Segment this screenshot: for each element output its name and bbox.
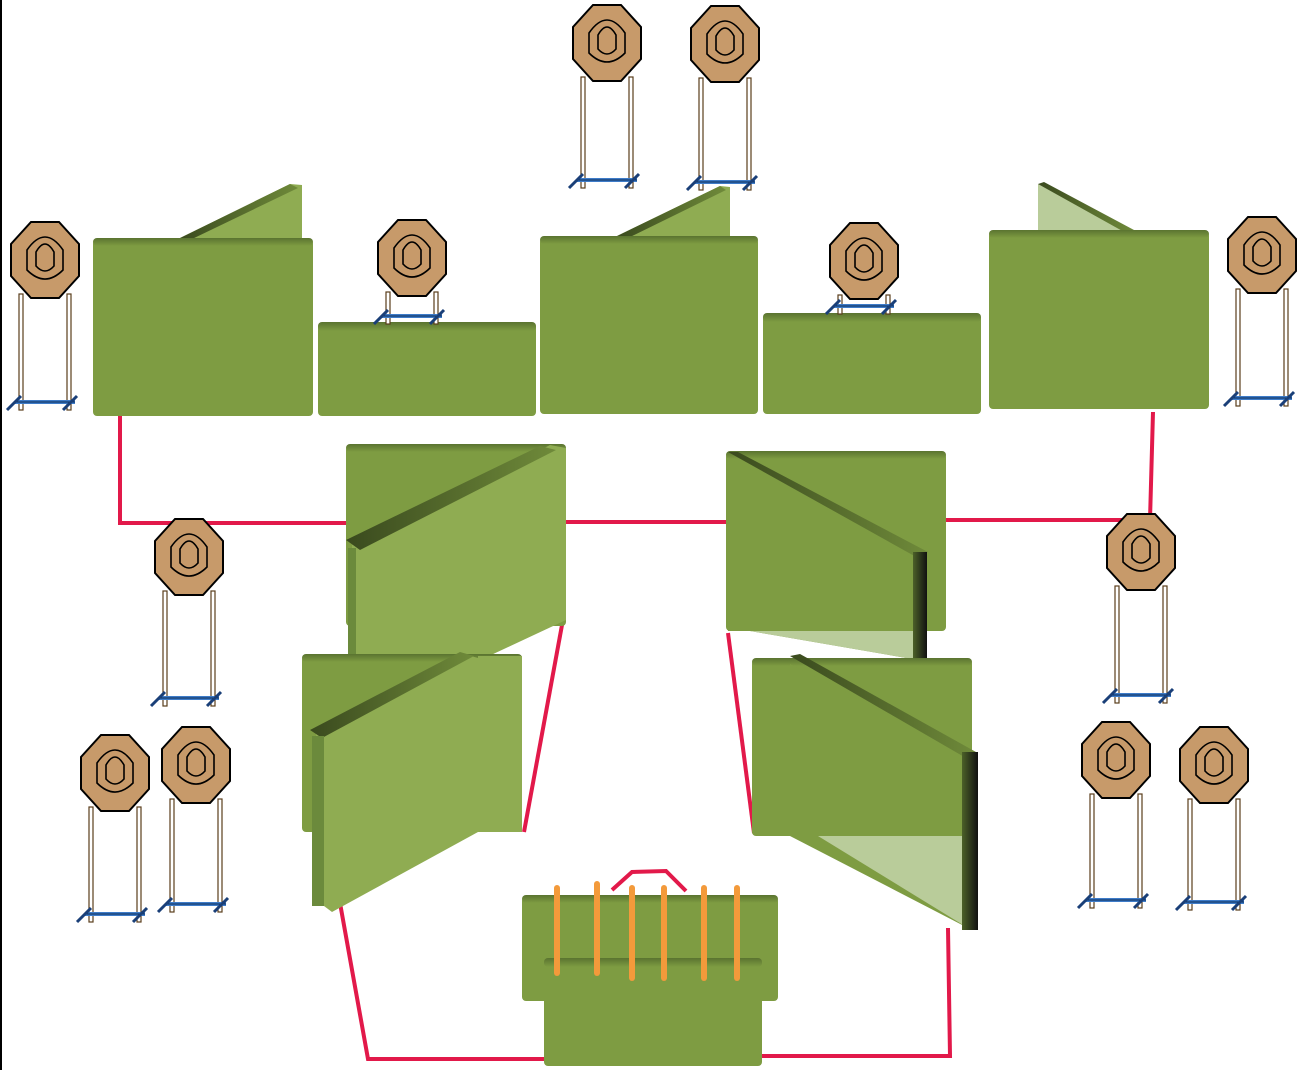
steel-target: [149, 518, 224, 708]
target-plate: [80, 734, 150, 812]
fault-line-left-lower: [522, 624, 564, 833]
fault-lines: [118, 411, 1155, 1061]
wall-mid-right-lower: [752, 654, 978, 930]
target-center: [105, 756, 125, 785]
steel-target: [1101, 513, 1176, 705]
target-center: [1106, 743, 1126, 772]
steel-target: [372, 219, 447, 326]
wall-top-low-1: [318, 322, 536, 416]
target-plate: [377, 219, 447, 297]
target-ring: [845, 237, 883, 281]
target-center: [35, 243, 55, 272]
steel-target: [75, 734, 150, 924]
target-ring: [588, 19, 626, 63]
target-stand-leg: [1162, 585, 1168, 704]
target-center: [179, 540, 199, 569]
rack-rods: [554, 881, 740, 981]
target-stand-leg: [66, 293, 72, 411]
target-stand-leg: [580, 76, 586, 189]
target-stand-leg: [628, 76, 634, 189]
target-stand-leg: [18, 293, 24, 411]
steel-targets: [5, 4, 1297, 924]
target-ring: [96, 749, 134, 793]
steel-target: [824, 222, 899, 316]
target-stand-leg: [1089, 793, 1095, 909]
target-ring: [26, 236, 64, 280]
target-stand-leg: [1235, 798, 1241, 911]
target-stand-leg: [1283, 288, 1289, 407]
target-stand-leg: [1137, 793, 1143, 909]
target-stand-leg: [169, 798, 175, 913]
steel-target: [1222, 216, 1297, 408]
wall-top-left: [93, 184, 313, 416]
target-ring: [706, 20, 744, 64]
target-ring: [393, 234, 431, 278]
target-plate: [829, 222, 899, 300]
target-ring: [1195, 741, 1233, 785]
fault-line-bottom-left: [338, 902, 545, 1061]
wall-top-center: [540, 186, 758, 414]
fault-line-left-upper: [118, 414, 348, 525]
target-ring: [1122, 528, 1160, 572]
wall-mid-left-lower: [302, 652, 522, 912]
target-plate: [1081, 721, 1151, 799]
target-stand-leg: [217, 798, 223, 913]
steel-target: [1174, 726, 1249, 912]
steel-target: [156, 726, 231, 914]
target-center: [402, 241, 422, 270]
target-plate: [161, 726, 231, 804]
target-stand-leg: [210, 590, 216, 707]
target-plate: [572, 4, 642, 82]
start-table: [522, 868, 778, 1066]
target-plate: [690, 5, 760, 83]
wall-mid-right-upper: [726, 451, 946, 660]
target-stand-leg: [1114, 585, 1120, 704]
target-ring: [170, 533, 208, 577]
wall-top-right: [989, 182, 1209, 409]
target-stand-leg: [385, 291, 391, 325]
target-plate: [1106, 513, 1176, 591]
target-center: [186, 748, 206, 777]
target-stand-leg: [746, 77, 752, 191]
target-stand-leg: [1187, 798, 1193, 911]
target-plate: [10, 221, 80, 299]
target-center: [1204, 748, 1224, 777]
target-stand-leg: [136, 806, 142, 923]
wall-mid-left-upper: [346, 444, 566, 720]
target-ring: [1097, 736, 1135, 780]
wall-top-low-2: [763, 313, 981, 414]
steel-target: [685, 5, 760, 192]
target-ring: [1243, 231, 1281, 275]
steel-target: [5, 221, 80, 412]
steel-target: [567, 4, 642, 190]
target-plate: [1227, 216, 1297, 294]
fault-line-bottom-right: [762, 927, 953, 1058]
target-stand-leg: [433, 291, 439, 325]
target-plate: [1179, 726, 1249, 804]
target-stand-leg: [88, 806, 94, 923]
target-stand-leg: [698, 77, 704, 191]
target-center: [1131, 535, 1151, 564]
fault-line-right-lower: [726, 632, 756, 834]
target-center: [854, 244, 874, 273]
target-plate: [154, 518, 224, 596]
target-center: [597, 26, 617, 55]
target-center: [715, 27, 735, 56]
target-center: [1252, 238, 1272, 267]
target-ring: [177, 741, 215, 785]
target-stand-leg: [162, 590, 168, 707]
fault-line-right-upper: [945, 411, 1155, 522]
start-position-marker: [610, 868, 688, 893]
steel-target: [1076, 721, 1151, 910]
target-stand-leg: [1235, 288, 1241, 407]
